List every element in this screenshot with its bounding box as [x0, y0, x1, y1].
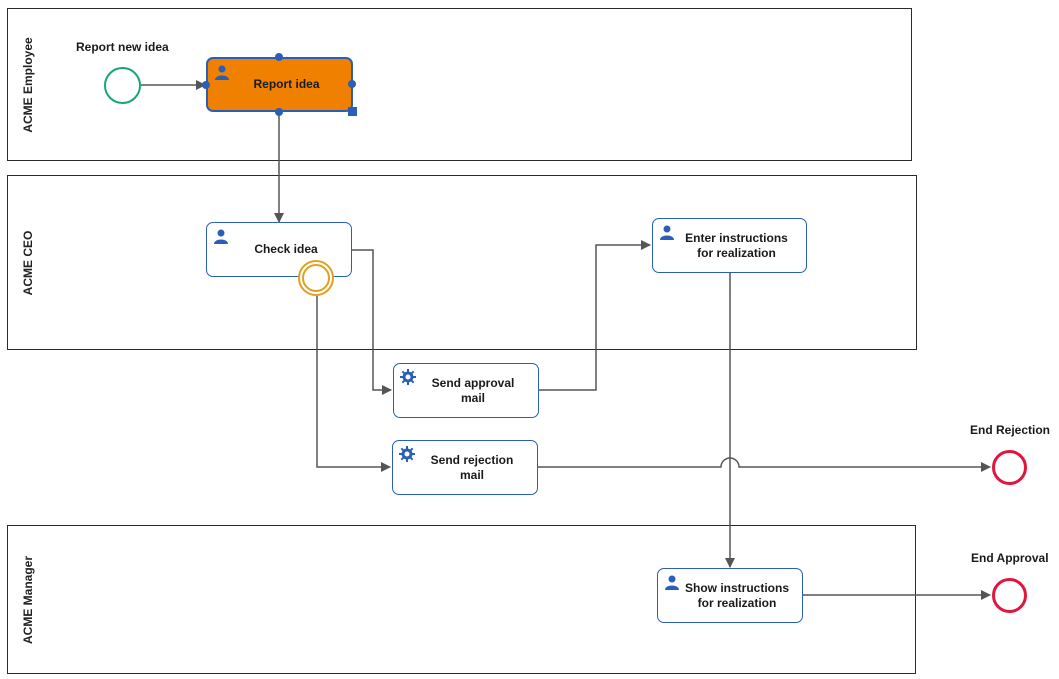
task-report-idea[interactable]: Report idea	[206, 57, 353, 112]
task-label: Send approval mail	[431, 375, 515, 405]
task-enter-instructions[interactable]: Enter instructions for realization	[652, 218, 807, 273]
resize-handle-bottom[interactable]	[275, 108, 283, 116]
gear-icon	[400, 369, 416, 385]
resize-handle-top[interactable]	[275, 53, 283, 61]
flow-timer-to-rejection	[316, 296, 391, 472]
end-event-rejection[interactable]	[992, 450, 1027, 485]
task-send-rejection-mail[interactable]: Send rejection mail	[392, 440, 538, 495]
resize-handle-right[interactable]	[348, 80, 356, 88]
task-show-instructions[interactable]: Show instructions for realization	[657, 568, 803, 623]
user-icon	[660, 225, 674, 240]
task-label: Enter instructions for realization	[685, 230, 788, 260]
flow-approval-to-enter	[538, 240, 651, 391]
flow-check-to-approval	[352, 249, 392, 395]
task-label: Check idea	[254, 242, 318, 256]
gear-icon	[399, 446, 415, 462]
task-label: Show instructions for realization	[684, 580, 789, 610]
end-event-approval[interactable]	[992, 578, 1027, 613]
resize-handle-left[interactable]	[202, 81, 210, 89]
start-event[interactable]	[104, 67, 141, 104]
task-label: Report idea	[253, 77, 320, 91]
end-approval-label: End Approval	[971, 551, 1049, 565]
user-icon	[215, 65, 229, 80]
flow-rejection-to-end	[537, 457, 991, 472]
task-send-approval-mail[interactable]: Send approval mail	[393, 363, 539, 418]
resize-handle-corner[interactable]	[348, 107, 357, 116]
task-label: Send rejection mail	[430, 452, 514, 482]
user-icon	[214, 229, 228, 244]
start-event-label: Report new idea	[76, 40, 169, 54]
end-rejection-label: End Rejection	[970, 423, 1051, 437]
boundary-event[interactable]	[297, 259, 335, 297]
user-icon	[665, 575, 679, 590]
